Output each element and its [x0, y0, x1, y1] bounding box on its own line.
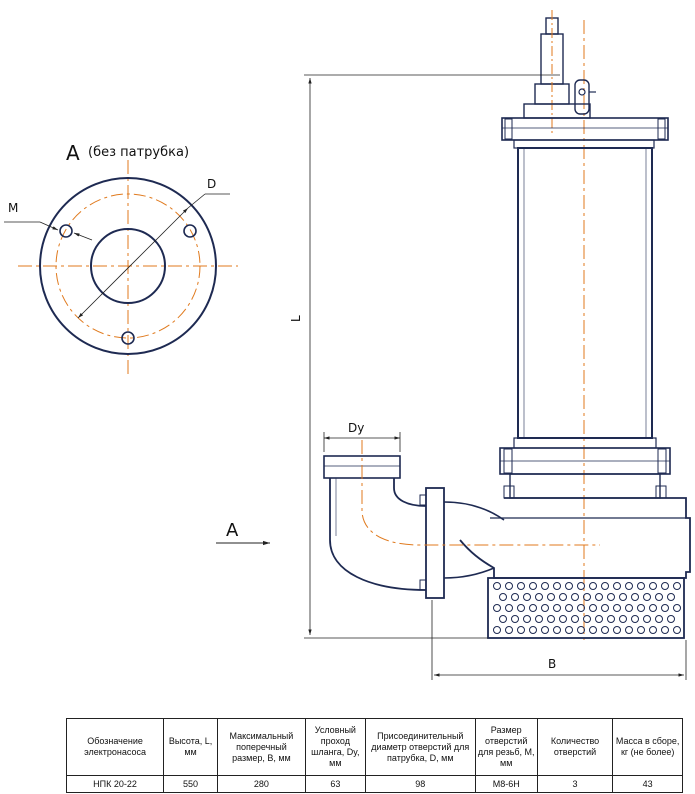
table-row: НПК 20-22 550 280 63 98 M8-6H 3 43 [65, 775, 683, 793]
table-header-row: Обозначение электронасоса Высота, L, мм … [65, 718, 683, 776]
cell-width: 280 [217, 775, 306, 793]
cell-mass: 43 [612, 775, 683, 793]
cell-holes: 3 [536, 775, 614, 793]
bolt-hole [183, 224, 197, 238]
header-cell: Размер отверстий для резьб, M, мм [474, 718, 538, 776]
strainer-basket [487, 577, 685, 639]
dim-m-label: M [8, 201, 18, 215]
cell-bore: 63 [304, 775, 366, 793]
outlet-flange [425, 487, 445, 599]
dim-b-label: B [548, 657, 556, 671]
dim-l-label: L [289, 315, 303, 322]
dim-d-label: D [207, 177, 216, 191]
view-a-flange: A (без патрубка) D M [4, 141, 238, 378]
bolt-hole [121, 331, 135, 345]
flange-outer-circle [39, 177, 217, 355]
pump-side-view: Dy L B A [216, 10, 691, 680]
header-cell: Присоединительный диаметр отверстий для … [364, 718, 476, 776]
elbow-nozzle [329, 478, 427, 591]
view-a-note: (без патрубка) [88, 145, 189, 160]
cell-height: 550 [163, 775, 219, 793]
header-cell: Максимальный поперечный размер, B, мм [217, 718, 306, 776]
specification-table: Обозначение электронасоса Высота, L, мм … [65, 718, 683, 793]
dim-dy-label: Dy [348, 421, 364, 435]
bolt-hole [59, 224, 73, 238]
motor-housing [517, 147, 653, 439]
pump-technical-drawing: A (без патрубка) D M [4, 10, 691, 680]
header-cell: Условный проход шланга, Dy, мм [304, 718, 366, 776]
header-cell: Количество отверстий [536, 718, 614, 776]
cell-bolt-circle: 98 [364, 775, 476, 793]
view-a-label: A [66, 141, 80, 165]
header-cell: Обозначение электронасоса [65, 718, 165, 776]
header-cell: Масса в сборе, кг (не более) [612, 718, 683, 776]
view-arrow-label: A [226, 520, 239, 541]
cell-thread: M8-6H [474, 775, 538, 793]
cell-model: НПК 20-22 [65, 775, 165, 793]
header-cell: Высота, L, мм [163, 718, 219, 776]
